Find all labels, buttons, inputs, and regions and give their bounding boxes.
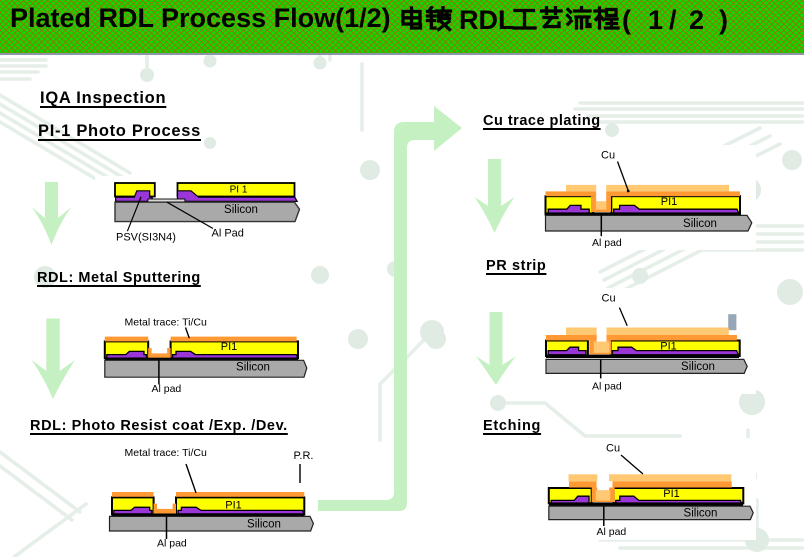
svg-text:Silicon: Silicon <box>681 361 715 373</box>
svg-text:Metal trace: Ti/Cu: Metal trace: Ti/Cu <box>125 317 207 329</box>
svg-text:Cu: Cu <box>602 293 616 305</box>
svg-text:Silicon: Silicon <box>683 218 717 230</box>
svg-text:Metal trace: Ti/Cu: Metal trace: Ti/Cu <box>125 447 207 459</box>
svg-text:RDL: RDL <box>459 6 515 35</box>
svg-text:PI1: PI1 <box>221 341 238 353</box>
svg-text:Silicon: Silicon <box>247 519 281 531</box>
svg-text:Cu: Cu <box>601 150 615 162</box>
svg-text:PI 1: PI 1 <box>230 184 248 195</box>
svg-text:Al pad: Al pad <box>157 538 187 550</box>
svg-text:Silicon: Silicon <box>236 362 270 374</box>
svg-text:(1/2): (1/2) <box>622 6 728 35</box>
svg-text:Silicon: Silicon <box>224 204 258 216</box>
svg-text:PI1: PI1 <box>660 341 677 353</box>
svg-text:PI1: PI1 <box>661 196 678 208</box>
svg-text:Silicon: Silicon <box>684 507 718 519</box>
svg-text:P.R.: P.R. <box>294 450 314 462</box>
svg-text:PSV(SI3N4): PSV(SI3N4) <box>116 232 176 244</box>
svg-text:Al pad: Al pad <box>592 380 622 392</box>
svg-text:Al pad: Al pad <box>152 383 182 395</box>
svg-text:Cu: Cu <box>606 443 620 455</box>
svg-text:Al pad: Al pad <box>592 237 622 249</box>
svg-text:PI1: PI1 <box>663 488 680 500</box>
svg-text:Al Pad: Al Pad <box>212 228 244 240</box>
svg-text:PI1: PI1 <box>225 500 242 512</box>
svg-text:Al pad: Al pad <box>597 526 627 538</box>
